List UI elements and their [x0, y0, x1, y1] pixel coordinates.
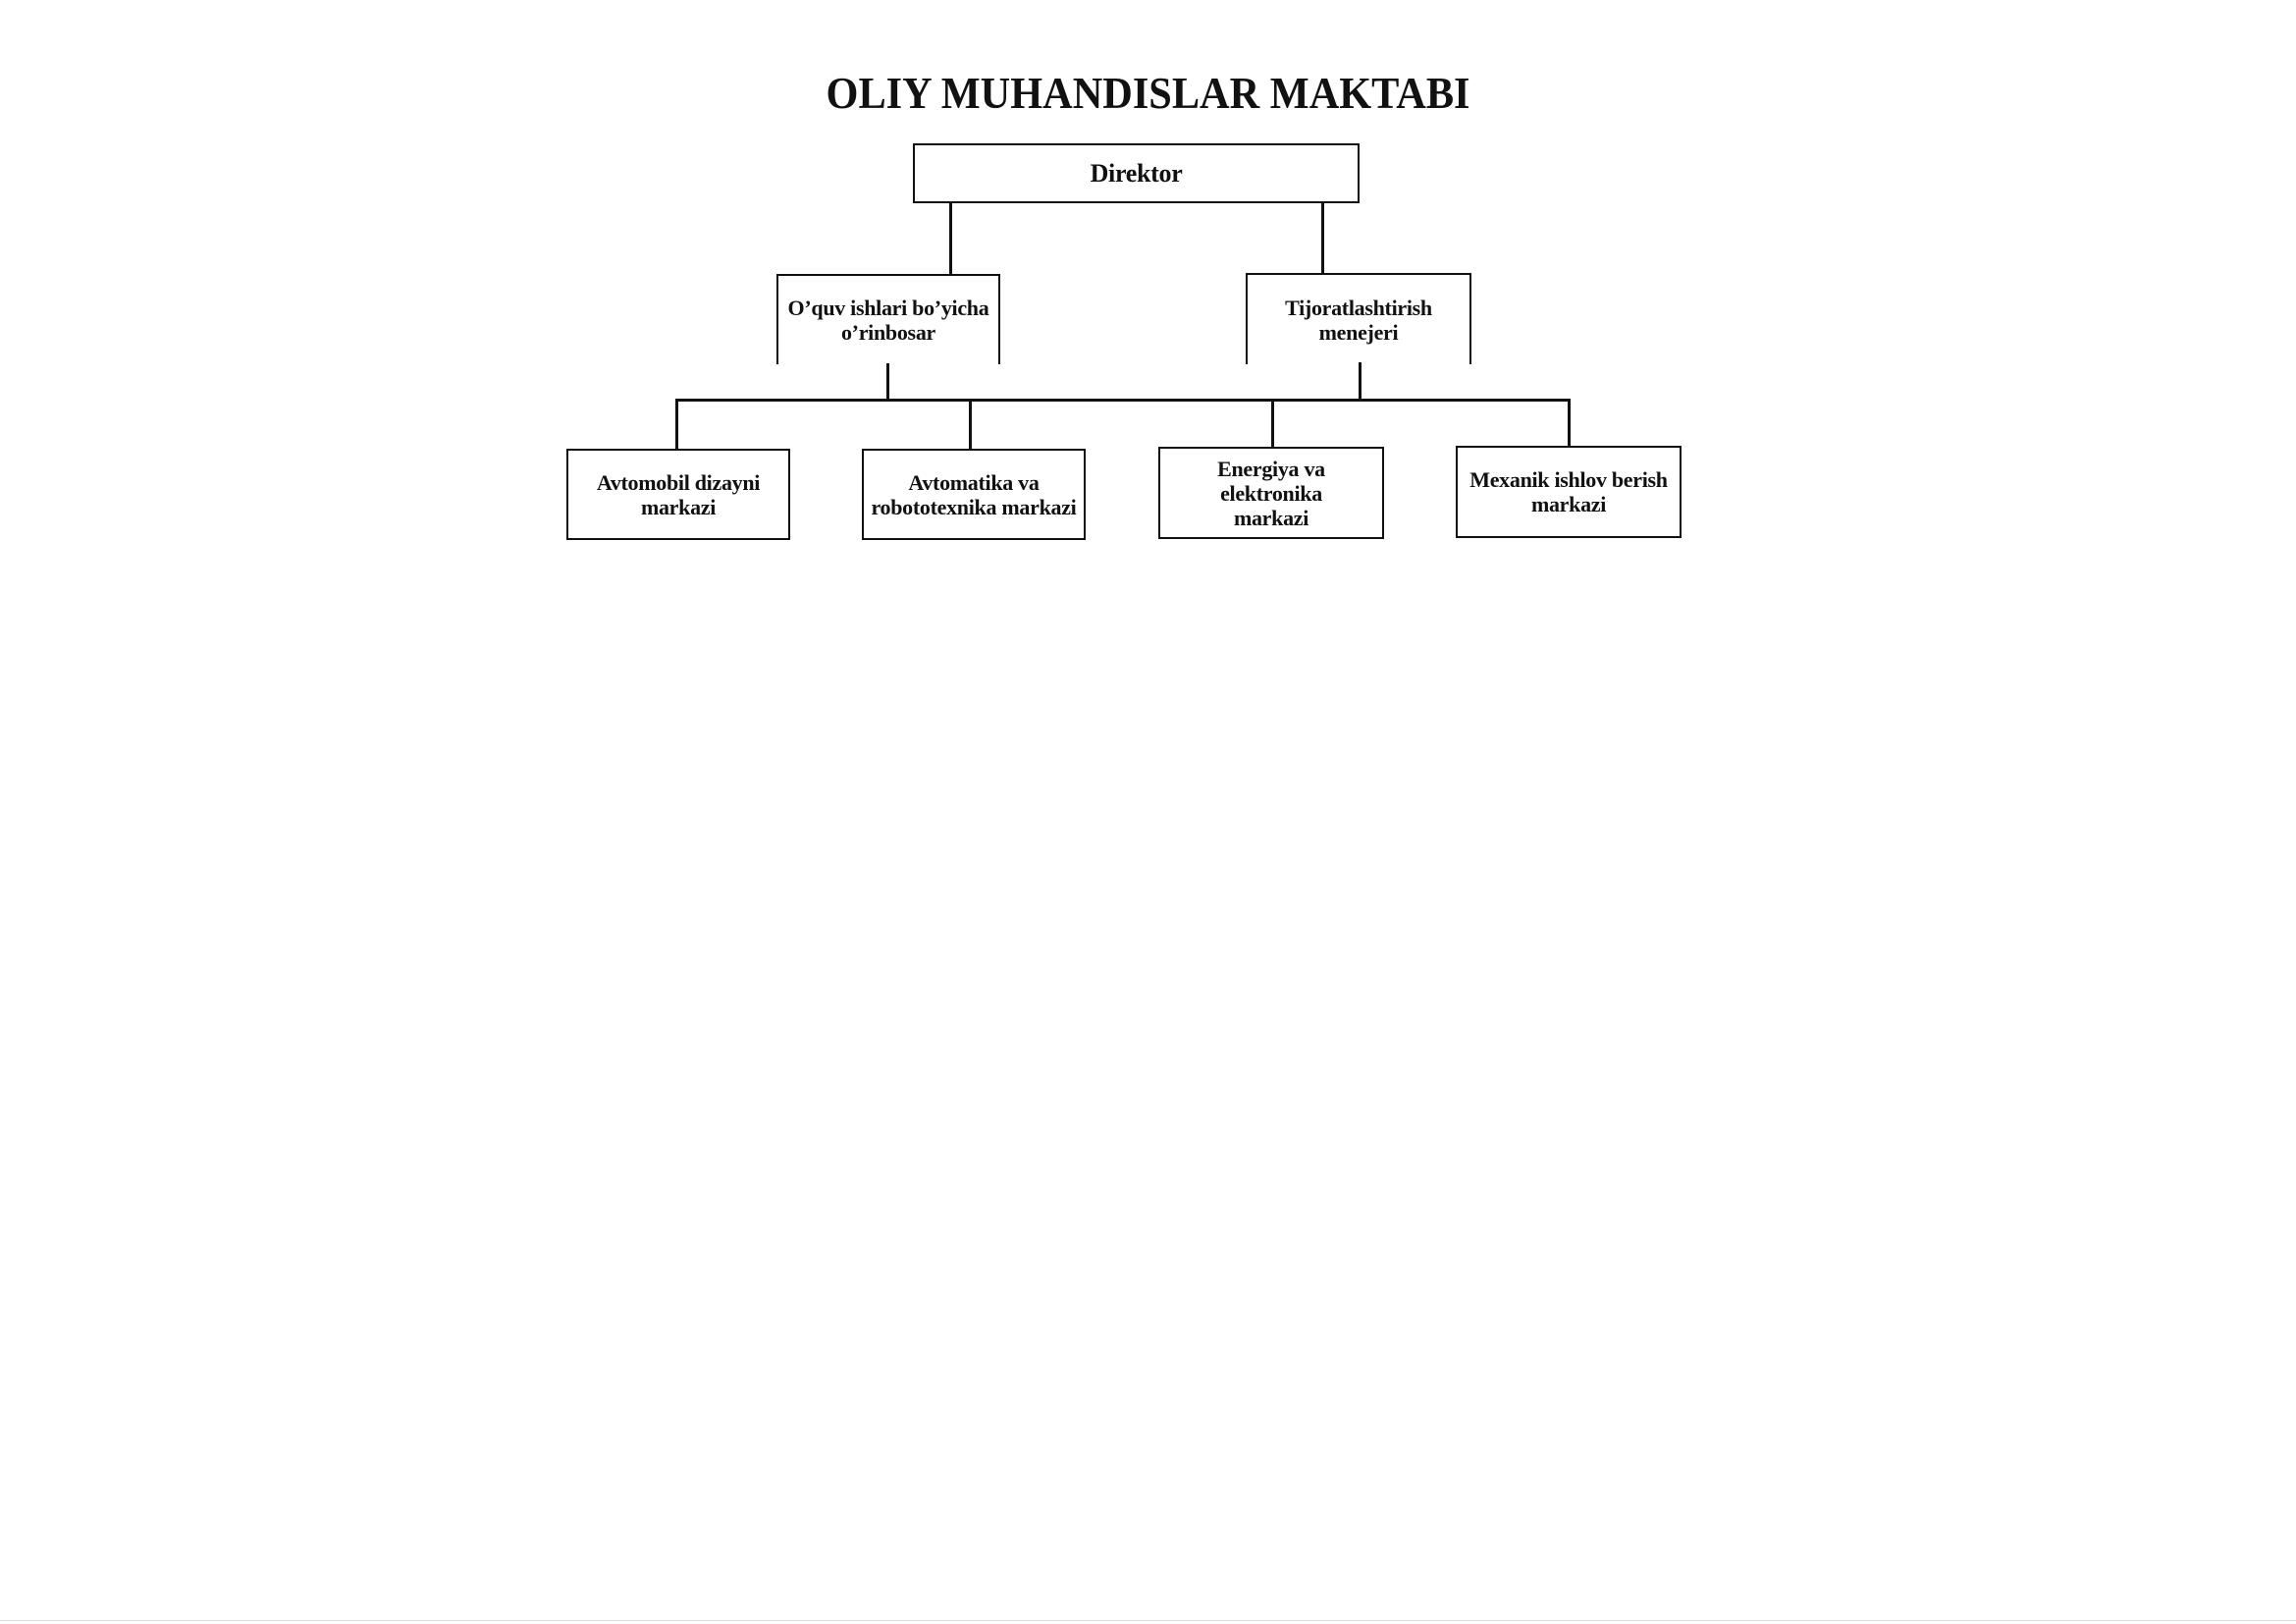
node-center-label: Mexanik ishlov berish markazi — [1469, 467, 1668, 516]
node-center-machining: Mexanik ishlov berish markazi — [1456, 446, 1682, 538]
connector-drop-2 — [969, 399, 972, 450]
node-center-automation-robotics: Avtomatika va robototexnika markazi — [862, 449, 1086, 540]
node-center-label: Avtomatika va robototexnika markazi — [871, 469, 1077, 519]
title-text: OLIY MUHANDISLAR MAKTABI — [826, 68, 1470, 118]
connector-director-deputy — [949, 202, 952, 275]
page-title: OLIY MUHANDISLAR MAKTABI — [0, 67, 2296, 119]
connector-drop-3 — [1271, 399, 1274, 448]
connector-drop-1 — [675, 399, 678, 450]
connector-deputy-stem — [886, 363, 889, 401]
node-center-label: Avtomobil dizayni markazi — [596, 469, 761, 519]
node-center-automotive-design: Avtomobil dizayni markazi — [566, 449, 790, 540]
node-director: Direktor — [913, 143, 1360, 203]
connector-drop-4 — [1568, 399, 1571, 447]
node-commercial: Tijoratlashtirish menejeri — [1246, 273, 1471, 364]
node-center-label: Energiya va elektronika markazi — [1217, 456, 1325, 530]
connector-horizontal-bus — [676, 399, 1571, 402]
connector-director-commercial — [1321, 202, 1324, 274]
node-deputy: O’quv ishlari bo’yicha o’rinbosar — [776, 274, 1000, 364]
node-center-energy-electronics: Energiya va elektronika markazi — [1158, 447, 1384, 539]
connector-commercial-stem — [1359, 362, 1362, 401]
node-deputy-label: O’quv ishlari bo’yicha o’rinbosar — [787, 296, 989, 345]
page-edge — [0, 1620, 2296, 1621]
node-commercial-label: Tijoratlashtirish menejeri — [1285, 295, 1432, 345]
node-director-label: Direktor — [1090, 159, 1183, 188]
